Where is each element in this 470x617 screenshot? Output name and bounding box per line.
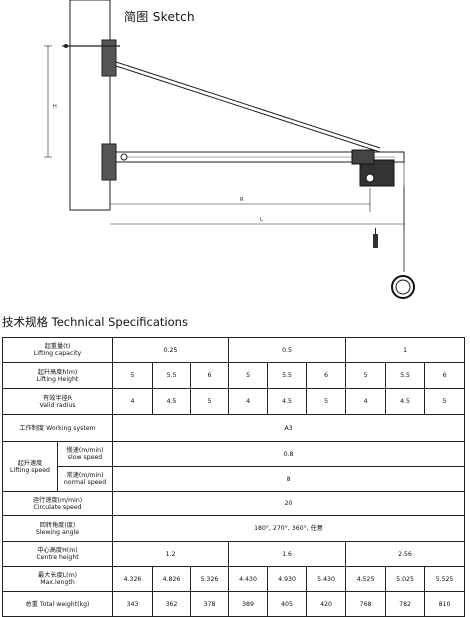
row-normal-speed: 常速(m/min)normal speed 8	[3, 466, 466, 492]
row-working-system: 工作制度 Working system A3	[1, 414, 466, 442]
sketch-title: 简图 Sketch	[124, 10, 195, 24]
dim-r-label: R	[240, 197, 244, 203]
row-centre-height: 中心高度H(m)Centre height 1.2 1.6 2.56	[1, 541, 466, 567]
tie-rod	[115, 61, 381, 149]
pendant-control	[373, 234, 378, 248]
pillar	[69, 0, 111, 211]
spec-title: 技术规格 Technical Specifications	[2, 315, 188, 329]
spec-table: 起重量(t)Lifting capacity 0.25 0.5 1 起升高度h(…	[1, 337, 466, 617]
dim-h-label: H	[53, 104, 57, 110]
jib-crane-sketch: H R L	[44, 0, 415, 299]
boom	[115, 151, 405, 163]
lower-bracket	[101, 143, 117, 181]
row-capacity: 起重量(t)Lifting capacity 0.25 0.5 1	[1, 337, 466, 363]
hook-ring	[391, 275, 415, 299]
row-slewing-angle: 回转角度(度)Slewing angle 180°, 270°, 360°, 任…	[1, 515, 466, 542]
upper-bracket	[101, 39, 117, 77]
row-circulate-speed: 运行速度(m/min)Circulate speed 20	[1, 491, 466, 516]
dim-l-label: L	[260, 217, 263, 223]
hoist	[359, 159, 395, 187]
